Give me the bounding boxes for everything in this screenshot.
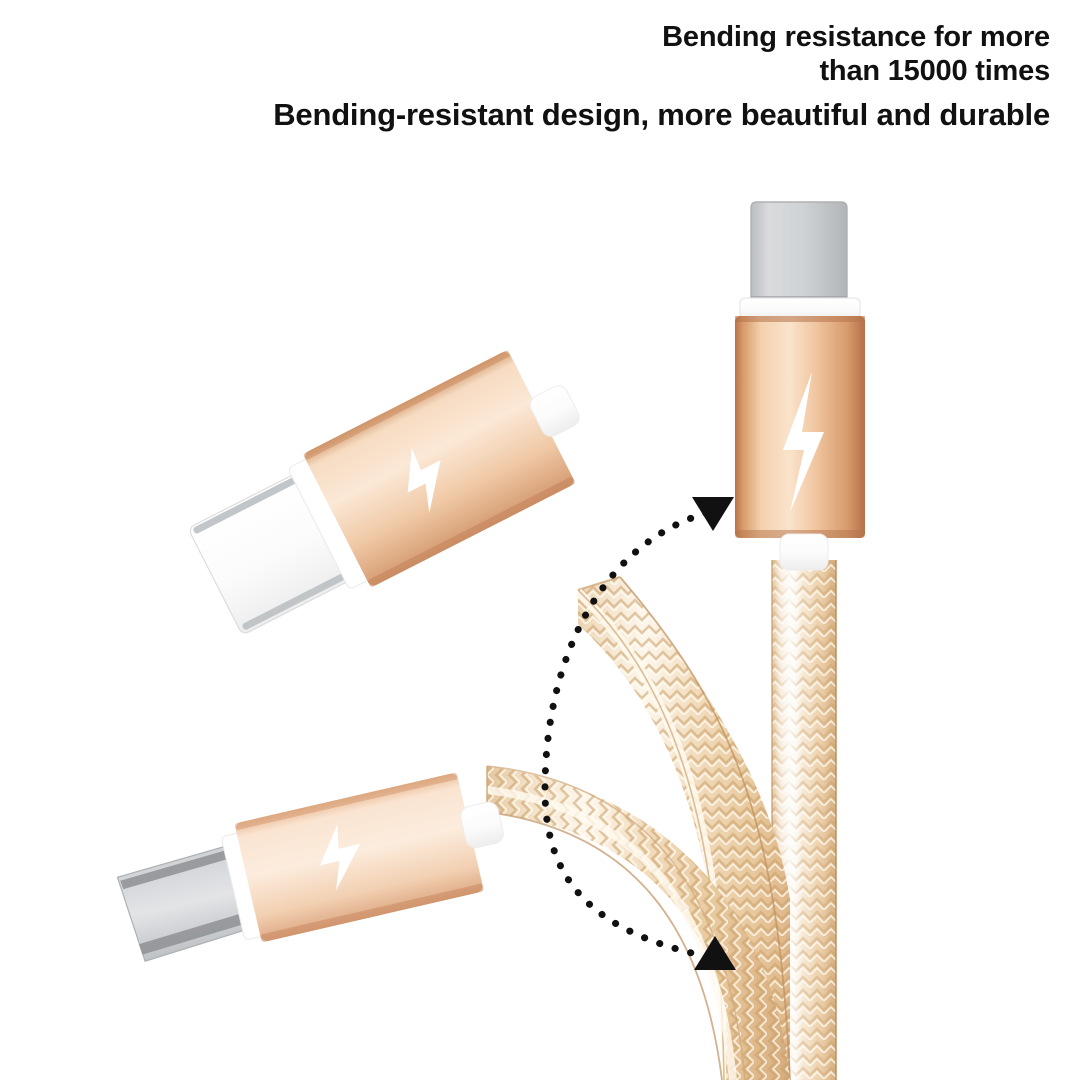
usb-c-connector xyxy=(189,350,580,634)
usb-c-body xyxy=(305,352,574,586)
usb-c-tip-band-top xyxy=(193,476,298,534)
bend-arrow-head-bottom xyxy=(694,936,736,970)
lightning-strain-relief xyxy=(779,533,829,571)
lightning-connector xyxy=(735,201,865,571)
usb-c-bolt-icon xyxy=(407,447,441,514)
usb-c-strain-relief xyxy=(529,385,580,437)
micro-usb-tip-band-top xyxy=(120,849,231,890)
micro-usb-connector xyxy=(116,772,504,962)
bend-arrow-head-top xyxy=(692,497,734,531)
micro-usb-tip-band-bottom xyxy=(139,912,246,955)
bending-resistance-badge: Bending resistance for more than 15000 t… xyxy=(430,20,1050,88)
usb-c-tip-band-bottom xyxy=(242,572,347,630)
badge-line-1: Bending resistance for more xyxy=(662,21,1050,53)
badge-line-2: than 15000 times xyxy=(819,55,1050,87)
bend-arrow xyxy=(541,497,736,970)
micro-usb-strain-relief xyxy=(460,801,504,849)
micro-usb-bolt-icon xyxy=(319,824,361,891)
lightning-bolt-icon xyxy=(783,372,824,512)
lightning-tip xyxy=(750,201,848,301)
product-subtitle: Bending-resistant design, more beautiful… xyxy=(273,97,1050,132)
